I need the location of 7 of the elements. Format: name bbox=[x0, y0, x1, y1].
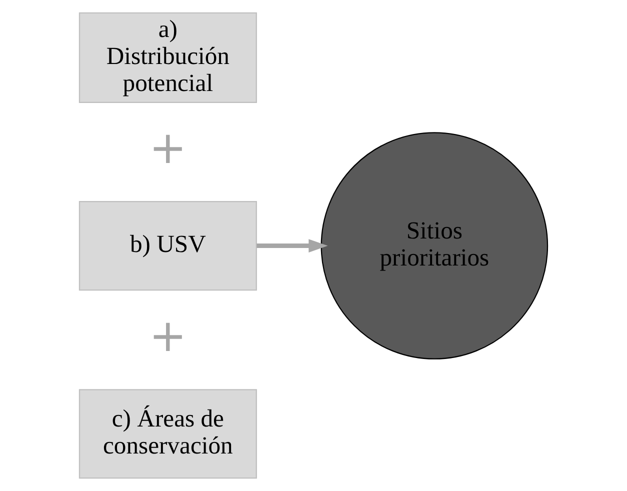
label: + bbox=[149, 309, 187, 362]
node-box: c) Áreas de conservación bbox=[78, 389, 257, 479]
arrow bbox=[256, 239, 328, 252]
label: + bbox=[149, 120, 187, 174]
node-circle: Sitios prioritarios bbox=[320, 132, 548, 360]
node-box: a) Distribución potencial bbox=[78, 12, 257, 104]
node-box: b) USV bbox=[78, 201, 257, 291]
